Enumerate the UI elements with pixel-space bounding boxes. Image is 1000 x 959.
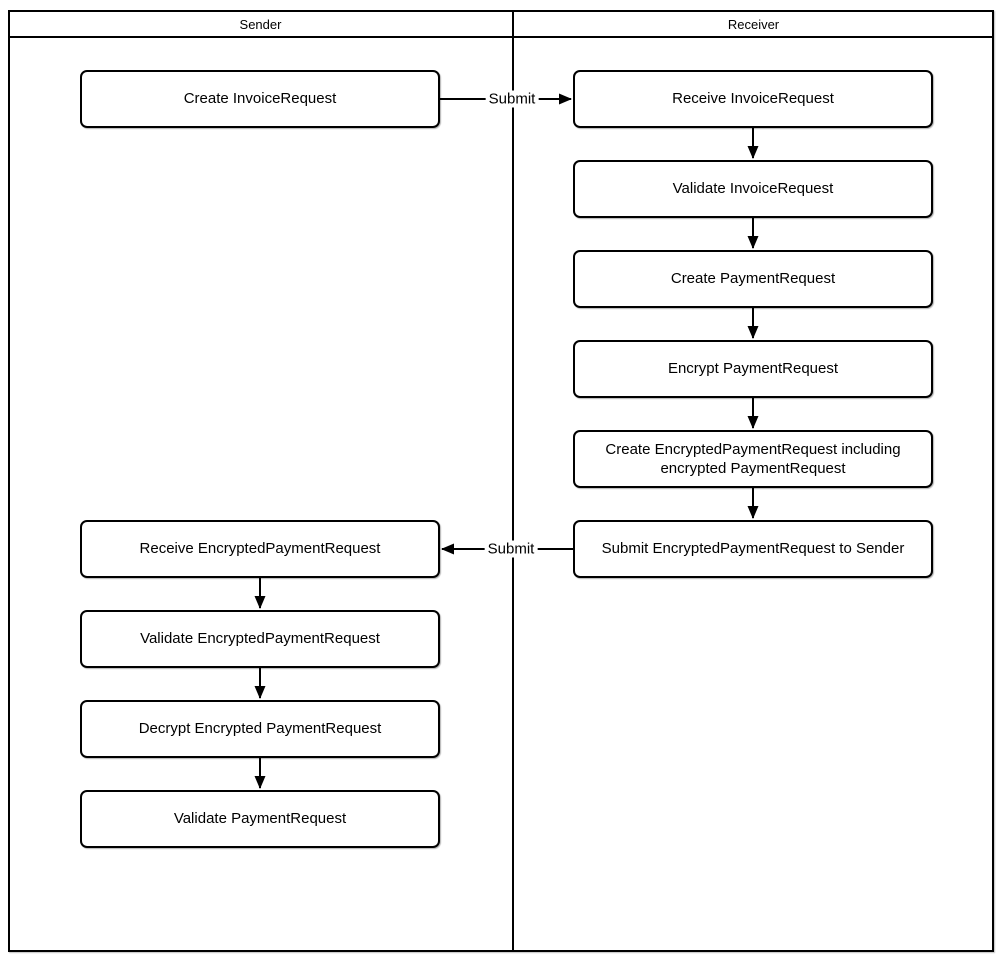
node-validate-paymentrequest: Validate PaymentRequest [80, 790, 440, 848]
node-validate-encryptedpaymentrequest: Validate EncryptedPaymentRequest [80, 610, 440, 668]
edge-label-submit-encrypted: Submit [484, 540, 538, 558]
node-decrypt-encrypted-paymentrequest: Decrypt Encrypted PaymentRequest [80, 700, 440, 758]
lane-divider-line [512, 10, 514, 952]
node-encrypt-paymentrequest: Encrypt PaymentRequest [573, 340, 933, 398]
edge-label-submit-invoice: Submit [485, 90, 539, 108]
node-validate-invoicerequest: Validate InvoiceRequest [573, 160, 933, 218]
node-create-invoicerequest: Create InvoiceRequest [80, 70, 440, 128]
header-divider-line [8, 36, 994, 38]
node-receive-invoicerequest: Receive InvoiceRequest [573, 70, 933, 128]
node-submit-encryptedpaymentrequest: Submit EncryptedPaymentRequest to Sender [573, 520, 933, 578]
node-create-encryptedpaymentrequest: Create EncryptedPaymentRequest including… [573, 430, 933, 488]
diagram-border [8, 10, 994, 952]
node-receive-encryptedpaymentrequest: Receive EncryptedPaymentRequest [80, 520, 440, 578]
lane-header-sender: Sender [239, 16, 282, 32]
lane-header-receiver: Receiver [727, 16, 780, 32]
node-create-paymentrequest: Create PaymentRequest [573, 250, 933, 308]
